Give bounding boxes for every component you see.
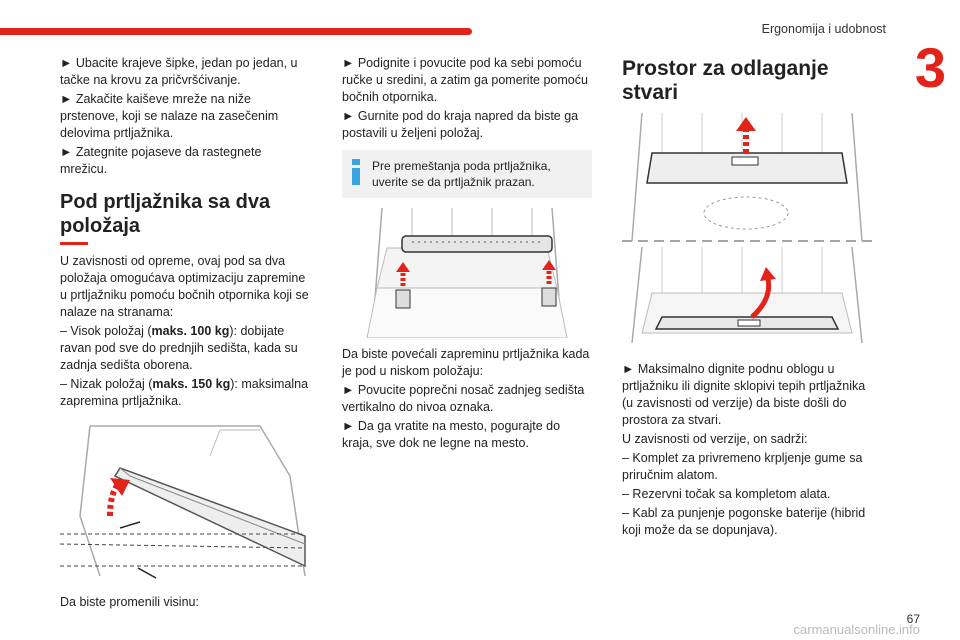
section-heading: Pod prtljažnika sa dva položaja <box>60 190 310 245</box>
header-accent-bar <box>0 28 472 35</box>
figure-caption: Da biste promenili visinu: <box>60 595 199 609</box>
section-heading: Prostor za odlaganje stvari <box>622 57 829 104</box>
column-2: ► Podignite i povucite pod ka sebi pomoć… <box>342 55 592 454</box>
running-header: Ergonomija i udobnost <box>761 22 886 36</box>
paragraph: U zavisnosti od opreme, ovaj pod sa dva … <box>60 254 309 319</box>
paragraph: ► Povucite poprečni nosač zadnjeg sedišt… <box>342 383 585 414</box>
paragraph: ► Gurnite pod do kraja napred da biste g… <box>342 109 579 140</box>
paragraph: Da biste povećali zapreminu prtljažnika … <box>342 347 590 378</box>
chapter-number: 3 <box>914 36 946 99</box>
column-3: Prostor za odlaganje stvari ► Maksimalno… <box>622 55 872 541</box>
info-icon <box>352 159 360 185</box>
column-1: ► Ubacite krajeve šipke, jedan po jedan,… <box>60 55 310 613</box>
seat-crossbar-illustration <box>366 208 568 338</box>
list-item: – Visok položaj (maks. 100 kg): dobijate… <box>60 324 298 372</box>
list-item: – Komplet za privremeno krpljenje gume s… <box>622 451 863 482</box>
paragraph: U zavisnosti od verzije, on sadrži: <box>622 432 808 446</box>
info-note: Pre premeštanja poda prtljažnika, uverit… <box>342 150 592 198</box>
storage-compartment-illustration <box>622 113 872 344</box>
list-item: – Kabl za punjenje pogonske baterije (hi… <box>622 506 866 537</box>
paragraph: ► Zakačite kaiševe mreže na niže prsteno… <box>60 92 279 140</box>
paragraph: ► Podignite i povucite pod ka sebi pomoć… <box>342 56 588 104</box>
note-text: Pre premeštanja poda prtljažnika, uverit… <box>372 159 551 189</box>
list-item: – Rezervni točak sa kompletom alata. <box>622 487 831 501</box>
paragraph: ► Maksimalno dignite podnu oblogu u prtl… <box>622 362 866 427</box>
list-item: – Nizak položaj (maks. 150 kg): maksimal… <box>60 377 309 408</box>
trunk-floor-illustration <box>60 425 306 579</box>
page-number: 67 <box>906 612 920 626</box>
paragraph: ► Da ga vratite na mesto, pogurajte do k… <box>342 419 561 450</box>
watermark: carmanualsonline.info <box>793 622 920 637</box>
paragraph: ► Zategnite pojaseve da rastegnete mreži… <box>60 145 262 176</box>
paragraph: ► Ubacite krajeve šipke, jedan po jedan,… <box>60 56 298 87</box>
